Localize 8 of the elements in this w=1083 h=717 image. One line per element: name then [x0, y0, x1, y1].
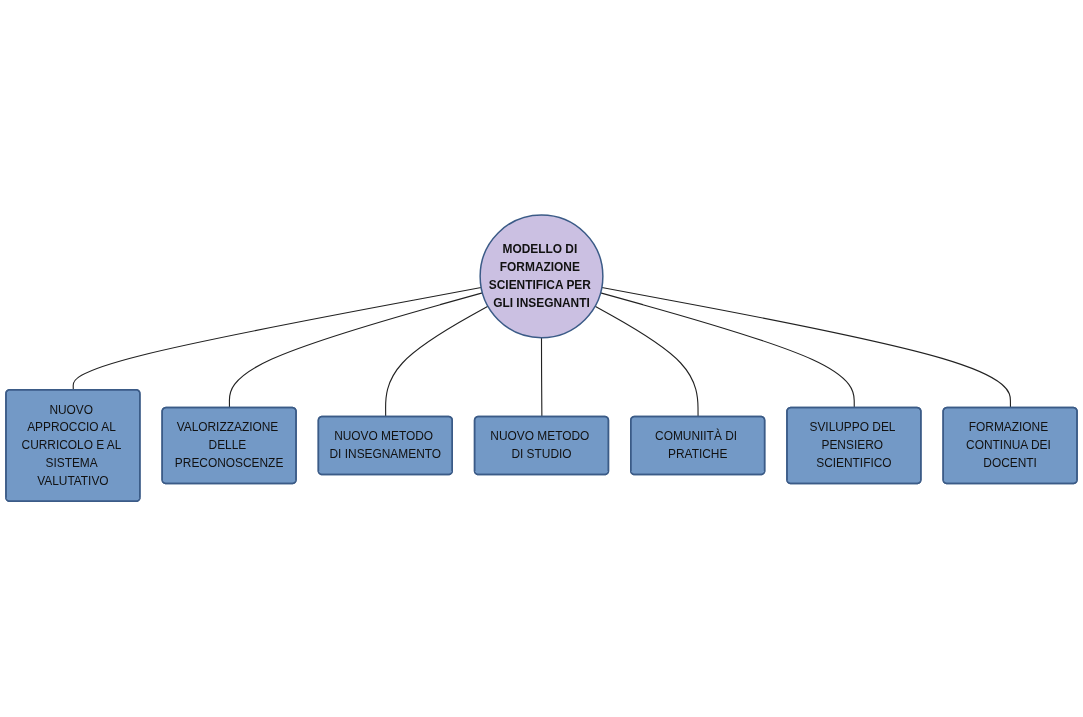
connector	[594, 306, 699, 418]
connector	[600, 292, 855, 409]
connector	[72, 287, 482, 392]
connector	[385, 306, 489, 418]
connector	[540, 337, 543, 418]
connector	[228, 292, 483, 409]
node-circle: MODELLO DI FORMAZIONE SCIENTIFICA PER GLI INSEGNANTI	[479, 214, 604, 339]
connector	[601, 287, 1012, 409]
